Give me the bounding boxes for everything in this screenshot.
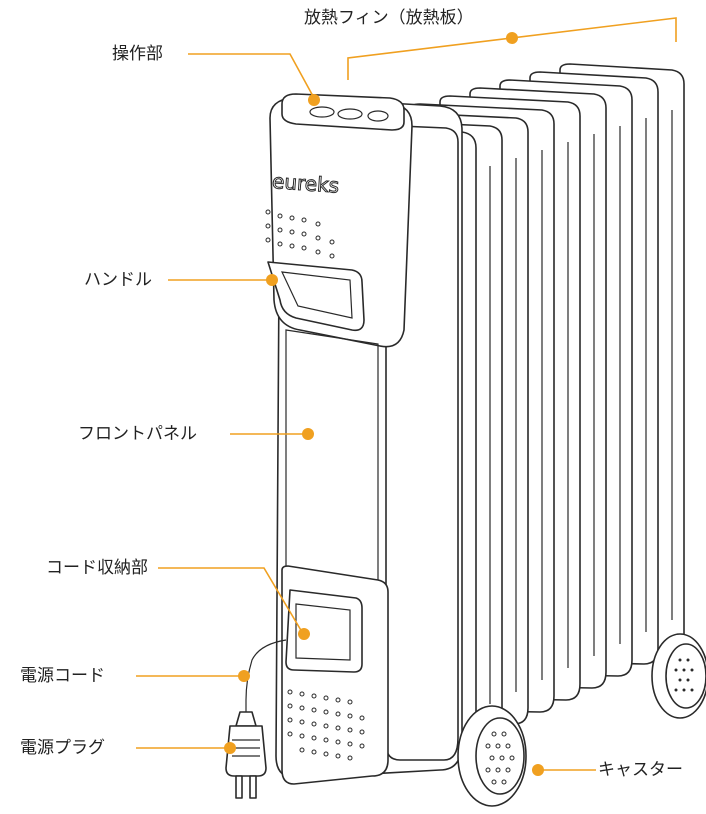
- caster-front: [457, 705, 527, 807]
- label-controls: 操作部: [112, 44, 163, 64]
- label-power-plug: 電源プラグ: [20, 738, 105, 758]
- caster-back: [651, 633, 706, 719]
- label-caster: キャスター: [598, 760, 683, 780]
- callout-leaders: [136, 17, 677, 776]
- label-cord-storage: コード収納部: [46, 558, 148, 578]
- label-fins: 放熱フィン（放熱板）: [304, 8, 474, 28]
- label-handle: ハンドル: [84, 270, 152, 290]
- brand-logo: eureks: [271, 169, 340, 198]
- label-power-cord: 電源コード: [20, 666, 105, 686]
- label-front-panel: フロントパネル: [78, 424, 197, 444]
- power-cord-and-plug: [225, 639, 287, 799]
- heater-body: eureks: [265, 93, 463, 785]
